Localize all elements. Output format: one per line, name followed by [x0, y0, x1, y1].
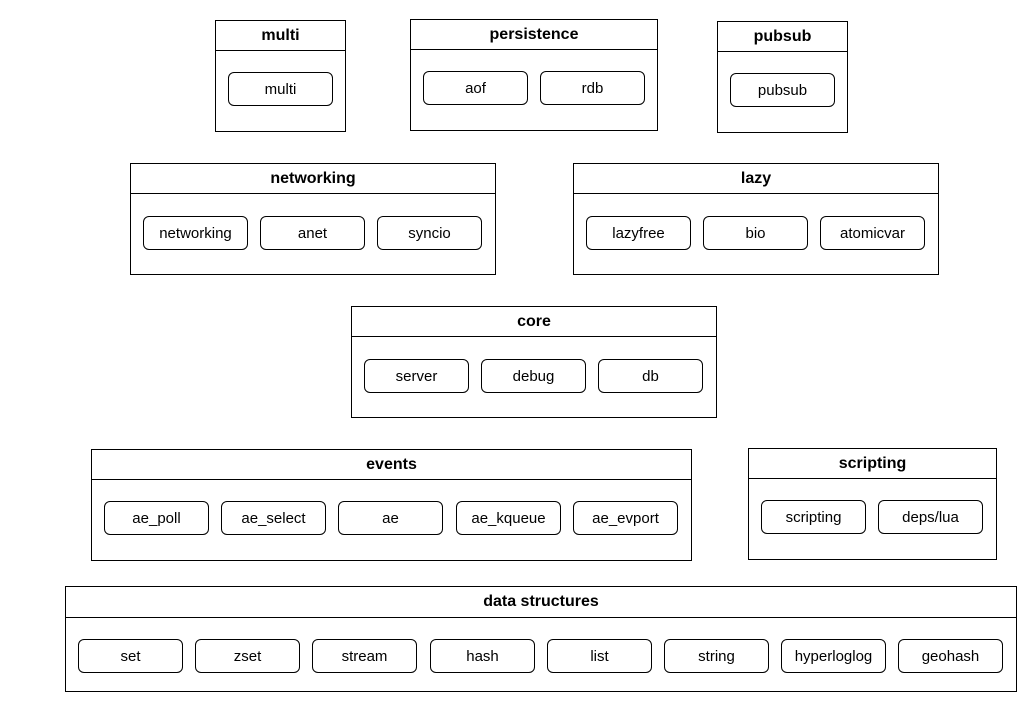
group-title-core: core [352, 307, 716, 337]
module-ae-evport[interactable]: ae_evport [573, 501, 678, 535]
module-aof[interactable]: aof [423, 71, 528, 105]
module-atomicvar[interactable]: atomicvar [820, 216, 925, 250]
group-data-structures: data structures set zset stream hash lis… [65, 586, 1017, 692]
module-hyperloglog[interactable]: hyperloglog [781, 639, 886, 673]
group-title-persistence: persistence [411, 20, 657, 50]
module-deps-lua[interactable]: deps/lua [878, 500, 983, 534]
group-title-scripting: scripting [749, 449, 996, 479]
module-debug[interactable]: debug [481, 359, 586, 393]
module-server[interactable]: server [364, 359, 469, 393]
module-ae-poll[interactable]: ae_poll [104, 501, 209, 535]
module-ae-select[interactable]: ae_select [221, 501, 326, 535]
module-list[interactable]: list [547, 639, 652, 673]
group-events: events ae_poll ae_select ae ae_kqueue ae… [91, 449, 692, 561]
group-title-lazy: lazy [574, 164, 938, 194]
module-multi[interactable]: multi [228, 72, 333, 106]
module-set[interactable]: set [78, 639, 183, 673]
group-scripting: scripting scripting deps/lua [748, 448, 997, 560]
module-networking[interactable]: networking [143, 216, 248, 250]
module-zset[interactable]: zset [195, 639, 300, 673]
module-anet[interactable]: anet [260, 216, 365, 250]
module-pubsub[interactable]: pubsub [730, 73, 835, 107]
group-title-multi: multi [216, 21, 345, 51]
group-title-data-structures: data structures [66, 587, 1016, 618]
group-core: core server debug db [351, 306, 717, 418]
group-multi: multi multi [215, 20, 346, 132]
group-title-pubsub: pubsub [718, 22, 847, 52]
module-hash[interactable]: hash [430, 639, 535, 673]
module-string[interactable]: string [664, 639, 769, 673]
module-lazyfree[interactable]: lazyfree [586, 216, 691, 250]
group-persistence: persistence aof rdb [410, 19, 658, 131]
module-scripting[interactable]: scripting [761, 500, 866, 534]
module-rdb[interactable]: rdb [540, 71, 645, 105]
group-title-networking: networking [131, 164, 495, 194]
module-db[interactable]: db [598, 359, 703, 393]
group-pubsub: pubsub pubsub [717, 21, 848, 133]
module-ae[interactable]: ae [338, 501, 443, 535]
group-title-events: events [92, 450, 691, 480]
module-ae-kqueue[interactable]: ae_kqueue [456, 501, 561, 535]
group-networking: networking networking anet syncio [130, 163, 496, 275]
module-bio[interactable]: bio [703, 216, 808, 250]
module-syncio[interactable]: syncio [377, 216, 482, 250]
module-stream[interactable]: stream [312, 639, 417, 673]
group-lazy: lazy lazyfree bio atomicvar [573, 163, 939, 275]
module-geohash[interactable]: geohash [898, 639, 1003, 673]
